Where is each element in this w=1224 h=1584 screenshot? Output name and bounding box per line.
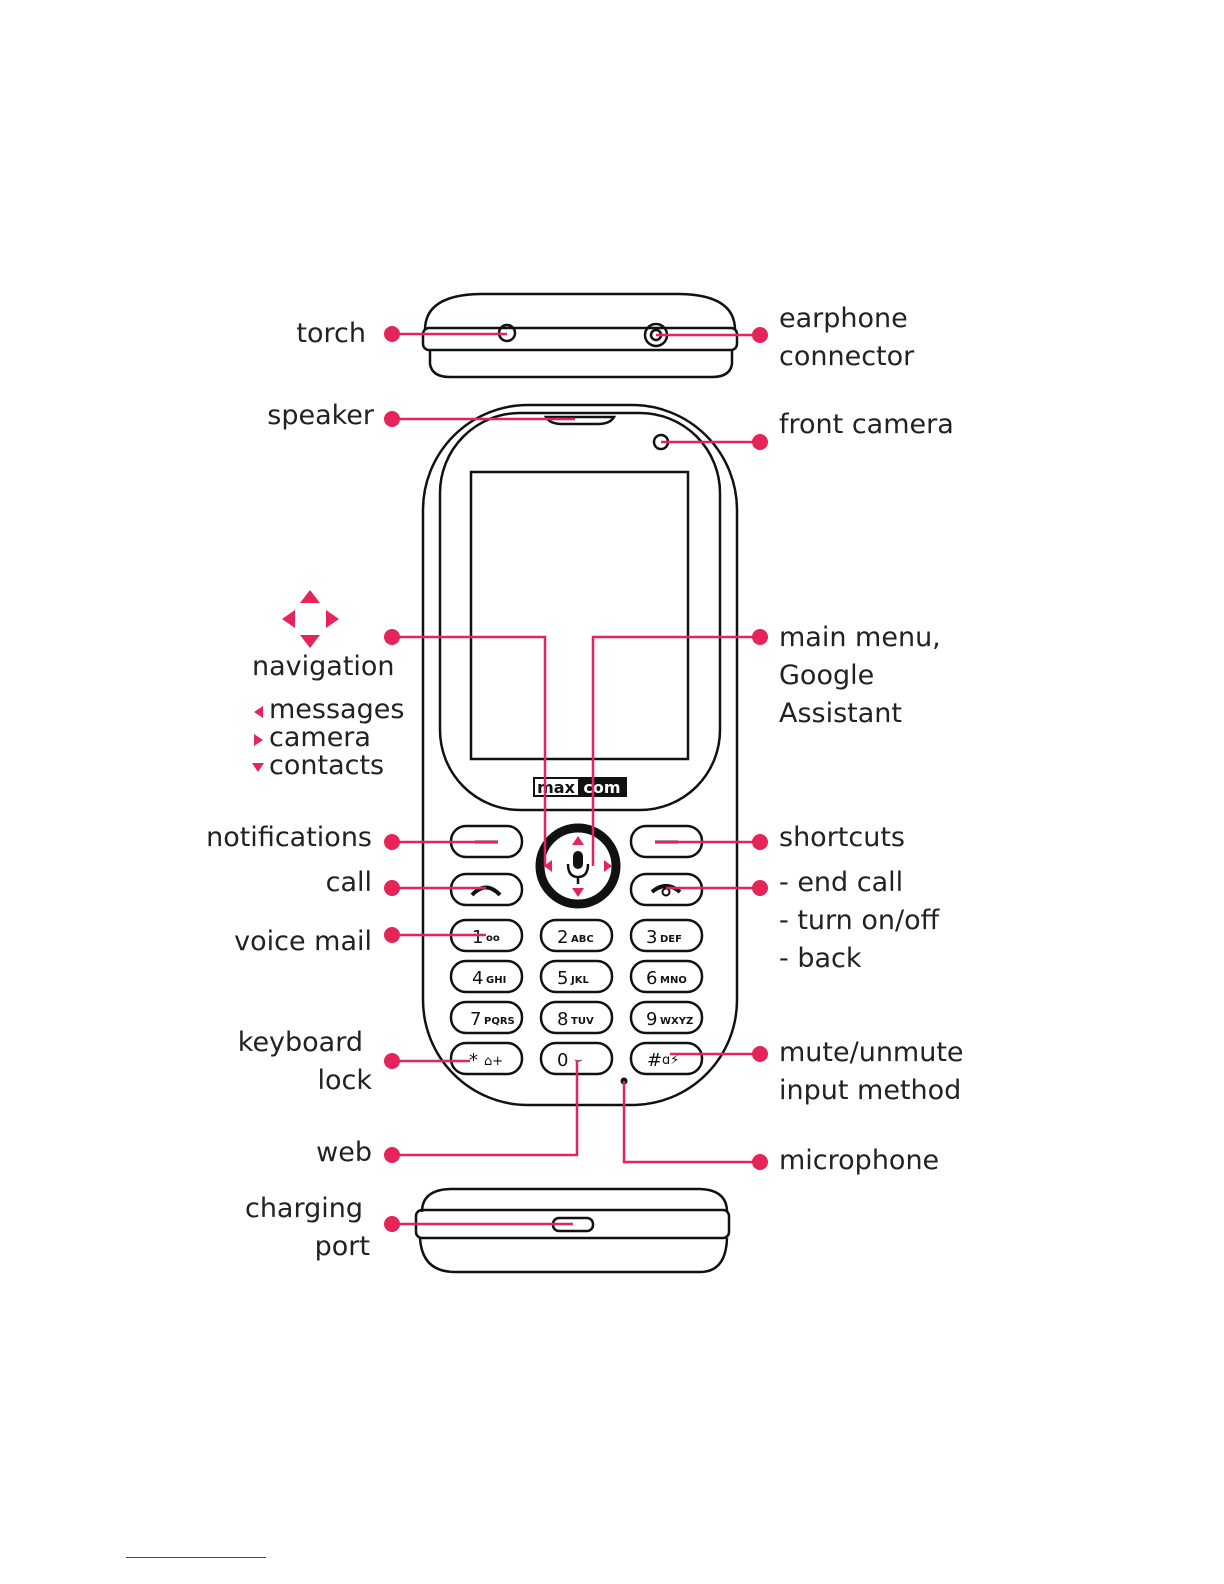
svg-text:max: max bbox=[537, 778, 575, 797]
key-2 bbox=[539, 918, 614, 953]
callout-labels: torch earphone connector speaker front c… bbox=[206, 303, 963, 1262]
navigation-arrows-icon bbox=[282, 590, 339, 648]
svg-text:5: 5 bbox=[557, 968, 568, 989]
label-mute-2: input method bbox=[779, 1075, 961, 1106]
microphone-icon bbox=[566, 851, 590, 884]
key-8 bbox=[539, 1000, 614, 1035]
svg-text:3: 3 bbox=[646, 927, 657, 948]
right-arrow-bullet-icon bbox=[254, 734, 263, 746]
svg-text:JKL: JKL bbox=[570, 975, 589, 986]
svg-text:PQRS: PQRS bbox=[484, 1016, 515, 1027]
end-call-key bbox=[629, 872, 704, 907]
label-voice-mail: voice mail bbox=[234, 926, 372, 957]
label-messages: messages bbox=[269, 694, 404, 725]
label-charging-1: charging bbox=[245, 1193, 363, 1224]
nav-up-arrow-icon bbox=[572, 836, 584, 845]
svg-text:MNO: MNO bbox=[660, 975, 687, 986]
leader-dots bbox=[384, 326, 768, 1232]
key-3 bbox=[629, 918, 704, 953]
end-call-handset-icon bbox=[650, 884, 682, 894]
svg-text:6: 6 bbox=[646, 968, 657, 989]
speaker-grille bbox=[543, 415, 617, 426]
label-keyboard-lock-1: keyboard bbox=[238, 1027, 363, 1058]
footnote-rule bbox=[126, 1557, 266, 1558]
label-speaker: speaker bbox=[267, 400, 375, 431]
phone-bottom-view bbox=[414, 1187, 731, 1274]
leader-lines bbox=[392, 332, 760, 1226]
svg-text:0: 0 bbox=[557, 1050, 568, 1071]
key-4 bbox=[449, 959, 524, 994]
svg-text:7: 7 bbox=[470, 1009, 481, 1030]
label-main-menu-3: Assistant bbox=[779, 698, 902, 729]
svg-text:GHI: GHI bbox=[486, 975, 506, 986]
key-hash bbox=[629, 1041, 704, 1076]
svg-text:*: * bbox=[469, 1050, 478, 1071]
label-camera: camera bbox=[269, 722, 371, 753]
label-torch: torch bbox=[296, 318, 366, 349]
navigation-ring bbox=[535, 823, 621, 909]
call-key bbox=[449, 872, 524, 907]
label-microphone: microphone bbox=[779, 1145, 939, 1176]
screen bbox=[469, 470, 690, 761]
label-keyboard-lock-2: lock bbox=[317, 1065, 372, 1096]
svg-text:8: 8 bbox=[557, 1009, 568, 1030]
svg-text:WXYZ: WXYZ bbox=[660, 1016, 693, 1027]
svg-text:DEF: DEF bbox=[660, 934, 682, 945]
svg-text:TUV: TUV bbox=[571, 1016, 594, 1027]
label-earphone-2: connector bbox=[779, 341, 915, 372]
svg-text:9: 9 bbox=[646, 1009, 657, 1030]
label-mute-1: mute/unmute bbox=[779, 1037, 964, 1068]
label-back: - back bbox=[779, 943, 862, 974]
down-arrow-bullet-icon bbox=[252, 763, 264, 772]
svg-text:oo: oo bbox=[486, 933, 500, 944]
key-7 bbox=[449, 1000, 524, 1035]
svg-text:2: 2 bbox=[557, 927, 568, 948]
svg-text:4: 4 bbox=[472, 968, 483, 989]
key-9 bbox=[629, 1000, 704, 1035]
label-web: web bbox=[316, 1137, 372, 1168]
nav-right-arrow-icon bbox=[604, 860, 612, 872]
label-notifications: notifications bbox=[206, 822, 372, 853]
key-6 bbox=[629, 959, 704, 994]
left-arrow-bullet-icon bbox=[254, 706, 263, 718]
label-call: call bbox=[326, 867, 372, 898]
nav-left-arrow-icon bbox=[544, 860, 552, 872]
nav-down-arrow-icon bbox=[572, 888, 584, 897]
display-bezel bbox=[438, 411, 722, 812]
label-main-menu-1: main menu, bbox=[779, 622, 941, 653]
svg-text:⌣: ⌣ bbox=[574, 1053, 583, 1068]
label-main-menu-2: Google bbox=[779, 660, 874, 691]
svg-text:⌂+: ⌂+ bbox=[484, 1054, 503, 1069]
label-earphone-1: earphone bbox=[779, 303, 908, 334]
key-star bbox=[449, 1041, 524, 1076]
maxcom-logo: max com bbox=[533, 777, 627, 797]
power-icon bbox=[661, 887, 671, 897]
svg-text:ABC: ABC bbox=[571, 934, 594, 945]
phone-front-view: max com 1 oo 2 ABC bbox=[421, 403, 739, 1107]
label-navigation: navigation bbox=[252, 651, 395, 682]
keypad: 1 oo 2 ABC 3 DEF 4 GHI 5 JKL 6 MNO 7 PQR… bbox=[449, 918, 704, 1076]
label-charging-2: port bbox=[315, 1231, 370, 1262]
svg-text:1: 1 bbox=[472, 927, 483, 948]
key-5 bbox=[539, 959, 614, 994]
svg-text:com: com bbox=[583, 778, 620, 797]
label-shortcuts: shortcuts bbox=[779, 822, 905, 853]
label-end-call: - end call bbox=[779, 867, 903, 898]
label-front-camera: front camera bbox=[779, 409, 954, 440]
svg-text:ɑ⚡: ɑ⚡ bbox=[662, 1053, 679, 1068]
label-turn-on-off: - turn on/off bbox=[779, 905, 941, 936]
svg-text:#: # bbox=[647, 1050, 662, 1071]
label-contacts: contacts bbox=[269, 750, 384, 781]
